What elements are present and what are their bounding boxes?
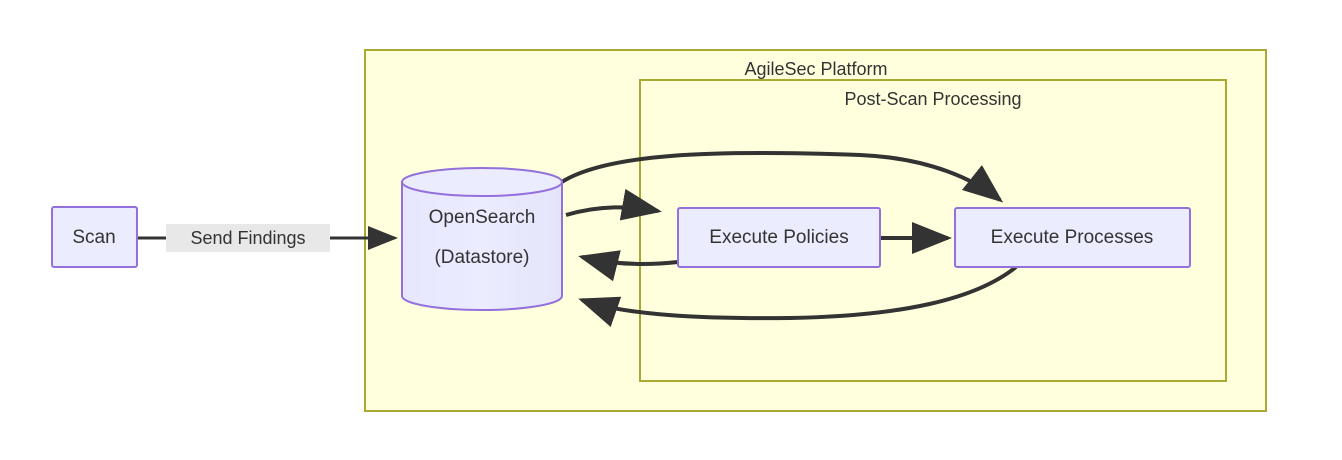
edge-execute-processes-to-opensearch	[578, 265, 1018, 327]
node-scan-box[interactable]	[51, 206, 138, 268]
node-opensearch-label-line1: OpenSearch	[429, 207, 536, 228]
node-opensearch-top-cap	[401, 167, 563, 197]
edge-label-send-findings: Send Findings	[166, 224, 330, 252]
node-execute-processes-box[interactable]	[954, 207, 1191, 268]
node-opensearch-body[interactable]	[401, 181, 563, 311]
edge-execute-policies-to-opensearch	[578, 250, 679, 282]
cluster-agilesec-platform-label: AgileSec Platform	[744, 59, 887, 79]
node-opensearch[interactable]: OpenSearch (Datastore)	[401, 167, 563, 311]
edge-label-send-findings-text: Send Findings	[190, 228, 305, 248]
edge-opensearch-to-execute-processes	[554, 150, 1004, 203]
edge-opensearch-to-execute-policies	[565, 188, 662, 221]
node-execute-policies-label: Execute Policies	[709, 227, 848, 248]
cluster-post-scan-processing-label: Post-Scan Processing	[844, 89, 1021, 109]
node-execute-policies[interactable]: Execute Policies	[677, 207, 881, 268]
node-opensearch-label-line2: (Datastore)	[434, 247, 529, 268]
node-execute-processes[interactable]: Execute Processes	[954, 207, 1191, 268]
edge-label-send-findings-bg	[166, 224, 330, 252]
node-scan[interactable]: Scan	[51, 206, 138, 268]
node-execute-policies-box[interactable]	[677, 207, 881, 268]
node-execute-processes-label: Execute Processes	[991, 227, 1154, 248]
node-scan-label: Scan	[72, 227, 115, 248]
